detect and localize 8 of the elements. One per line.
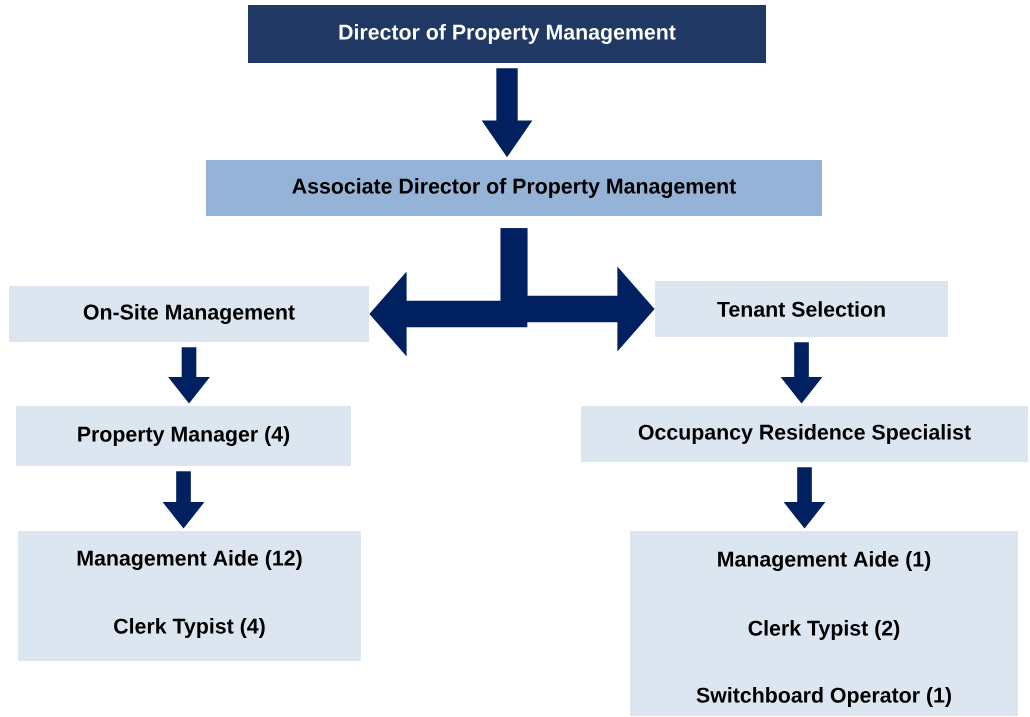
org-box: Management Aide (12) Clerk Typist (4) bbox=[18, 531, 361, 661]
org-box: Property Manager (4) bbox=[16, 406, 351, 466]
org-box: Management Aide (1) Clerk Typist (2) Switchboard Operator (1) bbox=[630, 530, 1018, 717]
org-box: On-Site Management bbox=[9, 286, 369, 342]
org-box: Tenant Selection bbox=[655, 281, 949, 337]
org-box: Occupancy Residence Specialist bbox=[581, 406, 1028, 462]
org-box: Director of Property Management bbox=[248, 5, 766, 63]
org-box: Associate Director of Property Management bbox=[206, 160, 822, 216]
